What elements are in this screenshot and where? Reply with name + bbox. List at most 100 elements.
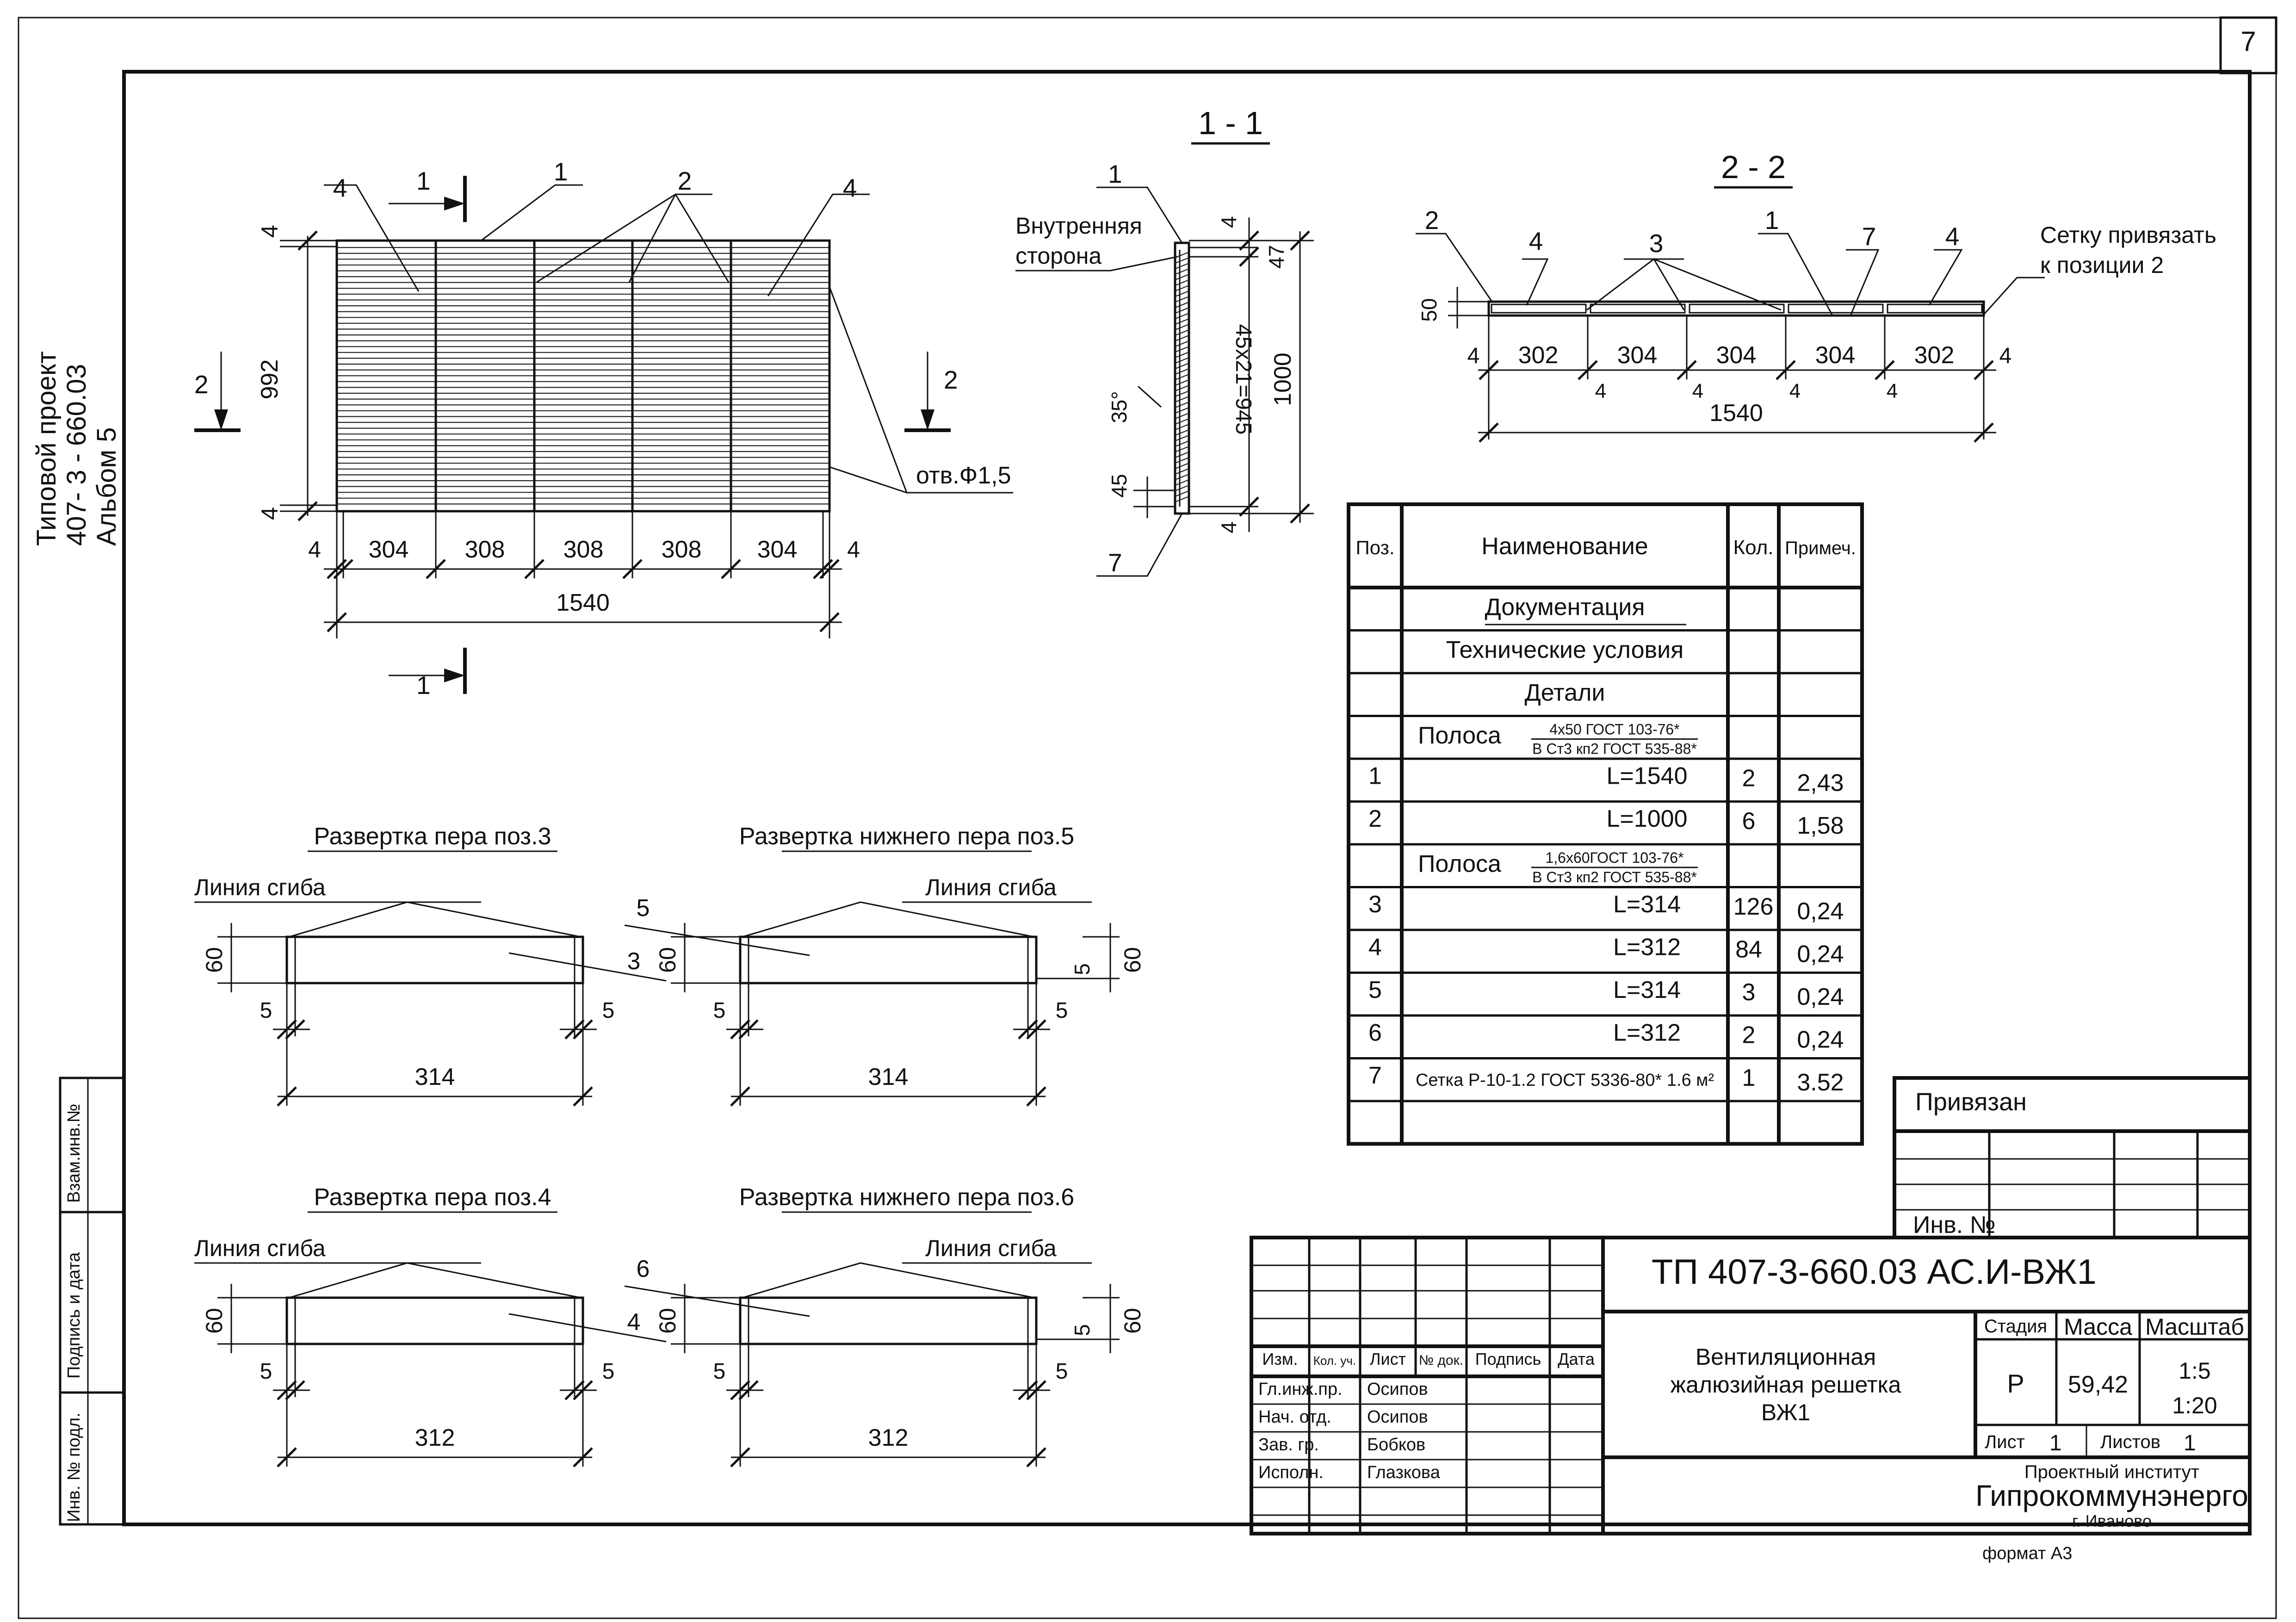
spec-name: L=314 [1613,891,1681,918]
spec-name: Детали [1525,679,1605,706]
plan-view: 4 1 2 4 отв.Ф1,5 1 1 2 2 4 992 4 [194,157,1013,700]
bend-line-label: Линия сгиба [925,874,1057,900]
plan-dim-height: 992 [256,359,283,400]
spec-frac-bottom: В Ст3 кп2 ГОСТ 535-88* [1532,869,1697,885]
left-stamp: Взам.инв.№ Подпись и дата Инв. № подл. [59,1077,125,1526]
stamp-vzam: Взам.инв.№ [64,1104,84,1203]
tb-h-data: Дата [1558,1350,1595,1368]
development-title: Развертка пера поз.4 [314,1184,551,1211]
development-pos: 6 [637,1256,650,1282]
plan-dim-total: 1540 [556,589,610,616]
development-length: 312 [415,1424,455,1451]
development-height: 60 [201,947,227,973]
tb-sheet-label: Лист [1985,1432,2025,1452]
plan-dim-b3: 308 [563,536,604,563]
stamp-podpis: Подпись и дата [64,1252,84,1379]
spec-note: 0,24 [1797,941,1844,967]
development-pos: 5 [637,895,650,922]
spec-qty: 2 [1742,1021,1756,1048]
tb-sheets-label: Листов [2100,1432,2160,1452]
tb-scale-h: Масштаб [2145,1314,2244,1340]
section22-small-3: 4 [1789,380,1801,402]
section11-slats [1175,250,1189,507]
section22-dim-50: 50 [1417,298,1441,322]
tb-inst-l2: Гипрокоммунэнерго [1975,1479,2248,1512]
section-2-2: 2 - 2 2 4 3 1 7 4 Сетку привязать к пози… [1416,149,2216,443]
section22-c4b: 4 [1945,222,1960,251]
cut1-top: 1 [416,167,431,195]
sheet-number-box [2219,16,2277,74]
bend-line-label: Линия сгиба [925,1235,1057,1261]
grille-outline [335,239,831,513]
spec-name: L=1540 [1607,762,1688,789]
spec-frac-top: 1,6x60ГОСТ 103-76* [1545,849,1683,866]
privyazan-title: Привязан [1915,1088,2027,1116]
tb-mass-h: Масса [2064,1314,2132,1340]
section11-dim-47: 47 [1264,245,1288,268]
spec-pos: 6 [1368,1019,1382,1046]
tb-name-l1: Вентиляционная [1696,1344,1876,1370]
tb-inst-l1: Проектный институт [2024,1462,2199,1482]
plan-dim-b0: 4 [308,537,321,563]
plan-dim-b2: 308 [465,536,505,563]
tb-person: Осипов [1367,1407,1428,1427]
section22-title: 2 - 2 [1721,149,1786,185]
section22-dim-0: 4 [1467,344,1480,368]
section22-c4a: 4 [1529,227,1543,255]
spec-qty: 3 [1742,979,1756,1006]
spec-qty: 6 [1742,808,1756,835]
sheet-number: 7 [2240,26,2256,57]
spec-qty: 1 [1742,1065,1756,1091]
plan-dim-b5: 304 [757,536,798,563]
spec-row: Детали [1525,679,1605,706]
tb-role: Нач. отд. [1258,1407,1331,1427]
development-height-right: 60 [1120,1308,1145,1334]
section22-small-0: 4 [1595,380,1606,402]
section22-note2: к позиции 2 [2040,252,2164,278]
section11-angle: 35° [1107,391,1131,423]
section11-inner1: Внутренняя [1015,213,1142,239]
privyazan-block: Привязан Инв. № [1893,1076,2252,1239]
development-height: 60 [201,1308,227,1334]
side-label-line1: Типовой проект [31,351,62,546]
spec-note: 3.52 [1797,1069,1844,1096]
tb-role: Гл.инж.пр. [1258,1380,1343,1399]
development-pos: 3 [627,948,641,975]
section-1-1: 1 - 1 1 Внутренняя сторона 7 4 47 45x21=… [1015,105,1314,577]
section11-dim-45: 45 [1107,474,1131,497]
section11-dim-top4: 4 [1217,216,1241,228]
tb-h-izm: Изм. [1262,1350,1298,1368]
grille-slats [338,247,829,505]
development-length: 314 [868,1064,909,1090]
section11-c1: 1 [1108,160,1122,188]
spec-qty: 126 [1733,893,1774,920]
spec-name: Технические условия [1446,637,1684,663]
plan-dim-b4: 308 [662,536,702,563]
spec-note: 0,24 [1797,898,1844,925]
development-right: 5 [1056,998,1068,1023]
tb-h-podpis: Подпись [1475,1350,1541,1368]
tb-scale2: 1:20 [2172,1393,2217,1418]
section22-dim-1: 302 [1518,342,1559,369]
development-left: 5 [713,998,726,1023]
tb-sheets-val: 1 [2184,1431,2196,1455]
outer-border [18,17,2277,1619]
development-length: 314 [415,1064,455,1090]
spec-name: Документация [1485,594,1645,620]
spec-pos: 1 [1368,762,1382,789]
spec-name: L=1000 [1607,805,1688,832]
side-label-line2: 407- 3 - 660.03 [62,364,92,546]
title-block: Изм. Кол. уч. Лист № док. Подпись Дата Г… [1250,1236,2252,1535]
tb-person: Глазкова [1367,1463,1441,1482]
spec-qty: 2 [1742,765,1756,792]
section22-dim-4: 304 [1815,342,1856,369]
spec-name: Полоса [1418,722,1501,749]
